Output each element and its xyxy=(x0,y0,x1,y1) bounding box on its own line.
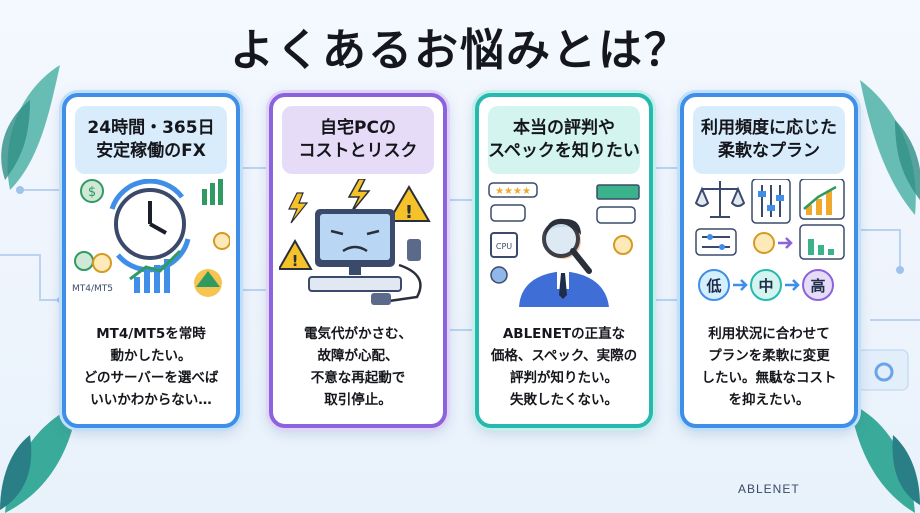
arrow-right-icon xyxy=(733,279,748,291)
card-heading-line: 安定稼働のFX xyxy=(96,141,206,161)
warning-icon: ! xyxy=(279,238,313,270)
card-description-line: 故障が心配、 xyxy=(317,348,399,364)
leaf-decoration-bottom-right xyxy=(850,403,920,513)
card-description-line: したい。無駄なコスト xyxy=(701,370,837,386)
review-bubble-icon xyxy=(596,206,636,224)
leaf-decoration-right xyxy=(860,80,920,215)
growth-chart-icon xyxy=(129,249,182,293)
card-description-line: 利用状況に合わせて xyxy=(708,326,830,342)
card-description-line: いいかわからない… xyxy=(90,392,212,408)
card-description-line: プランを柔軟に変更 xyxy=(708,348,830,364)
balance-scale-icon xyxy=(694,181,746,218)
card-description: 利用状況に合わせて プランを柔軟に変更 したい。無駄なコスト を抑えたい。 xyxy=(692,315,846,419)
card-heading-line: コストとリスク xyxy=(298,141,418,161)
svg-text:!: ! xyxy=(405,202,413,223)
gear-icon xyxy=(490,266,508,284)
broken-pc-illustration: ! ! xyxy=(279,179,431,305)
toggle-settings-icon xyxy=(695,228,737,256)
lightning-icon xyxy=(347,179,371,214)
researcher-illustration: ★★★★ CPU xyxy=(488,182,640,307)
card-heading-line: 柔軟なプラン xyxy=(718,141,820,161)
warning-icon: ! xyxy=(387,185,431,223)
tier-mid-label: 中 xyxy=(758,277,773,295)
card-description-line: 失敗したくない。 xyxy=(510,392,618,408)
card-description-line: を抑えたい。 xyxy=(728,392,810,408)
clock-chart-illustration: $ MT4/MT5 xyxy=(72,179,230,297)
dollar-coin-icon xyxy=(74,251,94,271)
card-heading-line: 24時間・365日 xyxy=(87,118,215,138)
brand-logo-text: ABLENET xyxy=(738,482,800,496)
keyboard-icon xyxy=(308,276,402,292)
card-description: ABLENETの正直な 価格、スペック、実際の 評判が知りたい。 失敗したくない… xyxy=(487,315,641,419)
review-bubble-icon xyxy=(490,204,526,222)
slider-controls-icon xyxy=(751,179,791,224)
memory-card-icon xyxy=(596,184,640,200)
clock-icon xyxy=(109,179,191,273)
plan-tiers-illustration: 低 中 高 xyxy=(694,179,845,301)
tier-high-badge xyxy=(802,269,834,301)
sad-monitor-icon xyxy=(315,209,395,275)
arrow-right-icon xyxy=(778,237,793,249)
yen-coin-icon xyxy=(213,232,230,250)
card-heading: 利用頻度に応じた 柔軟なプラン xyxy=(693,106,845,174)
star-rating-icon xyxy=(488,182,538,198)
person-with-magnifier-icon xyxy=(519,218,609,307)
metatrader-logo-icon xyxy=(194,269,222,297)
card-flexible-plan: 利用頻度に応じた 柔軟なプラン xyxy=(680,93,858,428)
tier-mid-badge xyxy=(750,269,782,301)
mt4-mt5-label: MT4/MT5 xyxy=(72,284,113,294)
card-reviews-specs: 本当の評判や スペックを知りたい ★★★★ CPU ABLENETの正直な 価格… xyxy=(475,93,653,428)
card-description-line: 取引停止。 xyxy=(324,392,392,408)
cpu-chip-icon xyxy=(490,232,518,258)
card-description-line: 不意な再起動で xyxy=(310,370,406,386)
card-description-line: 電気代がかさむ、 xyxy=(304,326,412,342)
lightning-icon xyxy=(288,192,309,224)
card-description: 電気代がかさむ、 故障が心配、 不意な再起動で 取引停止。 xyxy=(281,315,435,419)
tier-low-label: 低 xyxy=(705,277,721,295)
bar-chart-down-icon xyxy=(799,224,845,260)
card-heading-line: 本当の評判や xyxy=(513,118,615,138)
growth-chart-icon xyxy=(799,179,845,220)
card-heading-line: 利用頻度に応じた xyxy=(701,118,837,138)
card-description: MT4/MT5を常時 動かしたい。 どのサーバーを選べば いいかわからない… xyxy=(74,315,228,419)
svg-text:!: ! xyxy=(292,252,299,270)
leaf-decoration-bottom-left xyxy=(0,405,78,513)
card-heading: 本当の評判や スペックを知りたい xyxy=(488,106,640,174)
card-heading-line: 自宅PCの xyxy=(320,118,396,138)
svg-text:$: $ xyxy=(88,185,96,200)
power-plug-icon xyxy=(371,239,422,305)
card-description-line: 価格、スペック、実際の xyxy=(490,348,638,364)
arrow-right-icon xyxy=(785,279,800,291)
svg-text:★★★★: ★★★★ xyxy=(495,186,531,197)
tier-high-label: 高 xyxy=(810,277,825,295)
bar-chart-icon xyxy=(202,179,223,205)
card-heading: 自宅PCの コストとリスク xyxy=(282,106,434,174)
card-description-line: 動かしたい。 xyxy=(110,348,192,364)
card-heading-line: スペックを知りたい xyxy=(488,141,640,161)
page-title: よくあるお悩みとは？ xyxy=(230,25,690,76)
leaf-decoration-left xyxy=(1,65,60,190)
card-home-pc-risk: 自宅PCの コストとリスク ! ! 電気代がかさむ、 故障が心配、 不 xyxy=(269,93,447,428)
cpu-label: CPU xyxy=(496,242,512,251)
card-description-line: ABLENETの正直な xyxy=(502,326,626,342)
card-description-line: MT4/MT5を常時 xyxy=(96,326,206,342)
dollar-coin-icon xyxy=(80,179,104,203)
dollar-coin-icon xyxy=(753,232,775,254)
dollar-coin-icon xyxy=(613,235,633,255)
card-fx-stability: 24時間・365日 安定稼働のFX $ MT4/MT5 MT4/MT5 xyxy=(62,93,240,428)
tier-low-badge xyxy=(698,269,730,301)
card-description-line: 評判が知りたい。 xyxy=(510,370,618,386)
card-heading: 24時間・365日 安定稼働のFX xyxy=(75,106,227,174)
card-description-line: どのサーバーを選べば xyxy=(83,370,219,386)
yen-coin-icon xyxy=(92,253,112,273)
